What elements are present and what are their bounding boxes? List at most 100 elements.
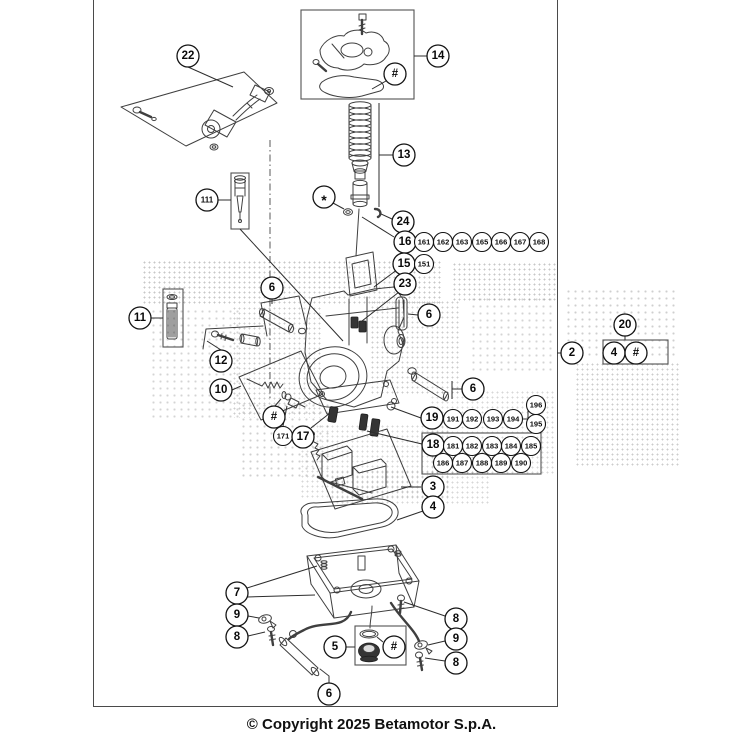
- callout-12[interactable]: 12: [209, 349, 233, 373]
- callout-6[interactable]: 6: [317, 682, 341, 706]
- callout-168[interactable]: 168: [528, 231, 550, 253]
- callout-111[interactable]: 111: [195, 188, 219, 212]
- callout-184[interactable]: 184: [500, 435, 522, 457]
- callout-14[interactable]: 14: [426, 44, 450, 68]
- svg-text:186: 186: [437, 459, 450, 468]
- callout-8[interactable]: 8: [444, 607, 468, 631]
- svg-text:183: 183: [486, 442, 499, 451]
- callout-24[interactable]: 24: [391, 210, 415, 234]
- callout-193[interactable]: 193: [482, 408, 504, 430]
- hardware-right: [397, 594, 433, 672]
- svg-text:12: 12: [215, 355, 228, 367]
- callout-185[interactable]: 185: [520, 435, 542, 457]
- callout-10[interactable]: 10: [209, 378, 233, 402]
- svg-text:10: 10: [215, 384, 228, 396]
- callout-23[interactable]: 23: [393, 272, 417, 296]
- callout-#[interactable]: #: [262, 405, 286, 429]
- svg-text:24: 24: [397, 216, 410, 228]
- callout-#[interactable]: #: [382, 635, 406, 659]
- callout-3[interactable]: 3: [421, 475, 445, 499]
- svg-text:#: #: [391, 641, 398, 653]
- callout-6[interactable]: 6: [461, 377, 485, 401]
- callout-13[interactable]: 13: [392, 143, 416, 167]
- callout-16[interactable]: 16: [393, 230, 417, 254]
- callout-194[interactable]: 194: [502, 408, 524, 430]
- callout-188[interactable]: 188: [471, 452, 493, 474]
- callout-183[interactable]: 183: [481, 435, 503, 457]
- svg-text:151: 151: [418, 260, 431, 269]
- callout-196[interactable]: 196: [525, 394, 547, 416]
- svg-text:184: 184: [505, 442, 518, 451]
- callout-*[interactable]: *: [312, 185, 336, 209]
- callout-7[interactable]: 7: [225, 581, 249, 605]
- callout-#[interactable]: #: [624, 341, 648, 365]
- callout-#[interactable]: #: [383, 62, 407, 86]
- callout-18[interactable]: 18: [421, 433, 445, 457]
- svg-text:16: 16: [399, 236, 412, 248]
- callout-189[interactable]: 189: [490, 452, 512, 474]
- callout-9[interactable]: 9: [444, 627, 468, 651]
- callout-4[interactable]: 4: [421, 495, 445, 519]
- callout-15[interactable]: 15: [392, 252, 416, 276]
- callout-11[interactable]: 11: [128, 306, 152, 330]
- leader-line: [231, 385, 242, 391]
- leader-line: [247, 631, 266, 637]
- leader-line: [390, 406, 422, 419]
- part-box: [421, 432, 542, 475]
- leader-line: [187, 66, 234, 88]
- callout-6[interactable]: 6: [260, 276, 284, 300]
- callout-22[interactable]: 22: [176, 44, 200, 68]
- callout-182[interactable]: 182: [461, 435, 483, 457]
- svg-text:187: 187: [456, 459, 469, 468]
- leader-line: [239, 228, 344, 342]
- callout-192[interactable]: 192: [461, 408, 483, 430]
- callout-4[interactable]: 4: [602, 341, 626, 365]
- callout-2[interactable]: 2: [560, 341, 584, 365]
- svg-text:167: 167: [514, 238, 527, 247]
- part-needle-jet-stack: [343, 159, 382, 257]
- callout-17[interactable]: 17: [291, 425, 315, 449]
- clip-24: [373, 207, 382, 219]
- svg-text:5: 5: [332, 641, 339, 653]
- svg-text:8: 8: [234, 631, 241, 643]
- svg-text:11: 11: [134, 312, 147, 324]
- hardware-left: [258, 614, 277, 647]
- callout-171[interactable]: 171: [272, 425, 294, 447]
- o-ring-star: [343, 208, 353, 216]
- callout-162[interactable]: 162: [432, 231, 454, 253]
- part-22-choke-cable-assembly: [120, 71, 278, 151]
- svg-text:193: 193: [487, 415, 500, 424]
- callout-181[interactable]: 181: [442, 435, 464, 457]
- svg-text:17: 17: [297, 431, 310, 443]
- callout-165[interactable]: 165: [471, 231, 493, 253]
- callout-190[interactable]: 190: [510, 452, 532, 474]
- callout-186[interactable]: 186: [432, 452, 454, 474]
- callout-187[interactable]: 187: [451, 452, 473, 474]
- callout-151[interactable]: 151: [413, 253, 435, 275]
- callout-9[interactable]: 9: [225, 603, 249, 627]
- callout-6[interactable]: 6: [417, 303, 441, 327]
- leader-line: [424, 657, 446, 662]
- leader-line: [332, 202, 345, 210]
- part-box: [300, 9, 415, 100]
- part-111-inlet-valve: [234, 175, 246, 223]
- callout-20[interactable]: 20: [613, 313, 637, 337]
- callout-195[interactable]: 195: [525, 413, 547, 435]
- callout-5[interactable]: 5: [323, 635, 347, 659]
- callout-166[interactable]: 166: [490, 231, 512, 253]
- callout-167[interactable]: 167: [509, 231, 531, 253]
- part-15-throttle-slide: [345, 251, 378, 297]
- callout-163[interactable]: 163: [451, 231, 473, 253]
- callout-19[interactable]: 19: [420, 406, 444, 430]
- callout-161[interactable]: 161: [413, 231, 435, 253]
- svg-text:111: 111: [201, 196, 214, 205]
- callout-191[interactable]: 191: [442, 408, 464, 430]
- svg-text:13: 13: [398, 149, 411, 161]
- svg-text:171: 171: [277, 432, 290, 441]
- svg-text:165: 165: [476, 238, 489, 247]
- callout-8[interactable]: 8: [225, 625, 249, 649]
- svg-text:166: 166: [495, 238, 508, 247]
- callout-8[interactable]: 8: [444, 651, 468, 675]
- part-13-spring: [348, 101, 372, 162]
- svg-text:6: 6: [269, 282, 275, 294]
